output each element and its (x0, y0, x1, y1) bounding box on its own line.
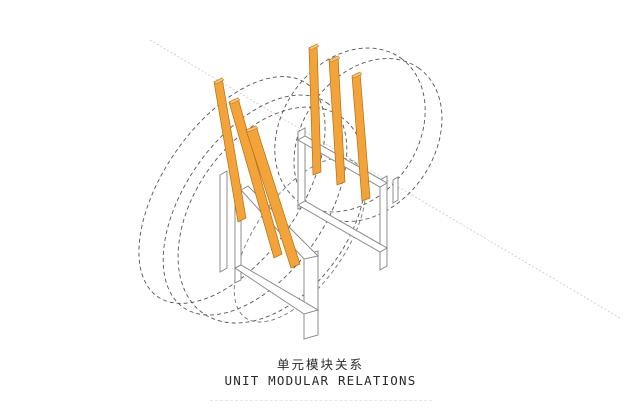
slat-tip (351, 71, 363, 79)
slats (213, 43, 371, 269)
frame-crossbar (234, 264, 320, 315)
slat (351, 71, 371, 202)
slat-tips (213, 43, 363, 133)
slat-tip (245, 125, 259, 133)
caption-title-en: UNIT MODULAR RELATIONS (224, 373, 417, 388)
relation-ellipse (162, 94, 348, 316)
slat-tip (213, 77, 225, 85)
slat-tip (328, 55, 341, 63)
frame-post (303, 250, 319, 340)
slat-tip (228, 97, 241, 105)
frame-post (379, 175, 388, 271)
slat (308, 43, 322, 176)
slat (213, 77, 247, 223)
frame-post (219, 170, 228, 273)
relation-ellipses (138, 47, 443, 324)
frame-crossbar (296, 200, 389, 253)
frame-post (392, 176, 399, 204)
caption-title-cn: 单元模块关系 (276, 357, 364, 372)
bottom-dashed-divider (210, 400, 432, 401)
relation-ellipse (293, 58, 443, 222)
slat (328, 55, 346, 186)
relation-ellipse (138, 76, 326, 304)
slat-tip (308, 43, 320, 51)
